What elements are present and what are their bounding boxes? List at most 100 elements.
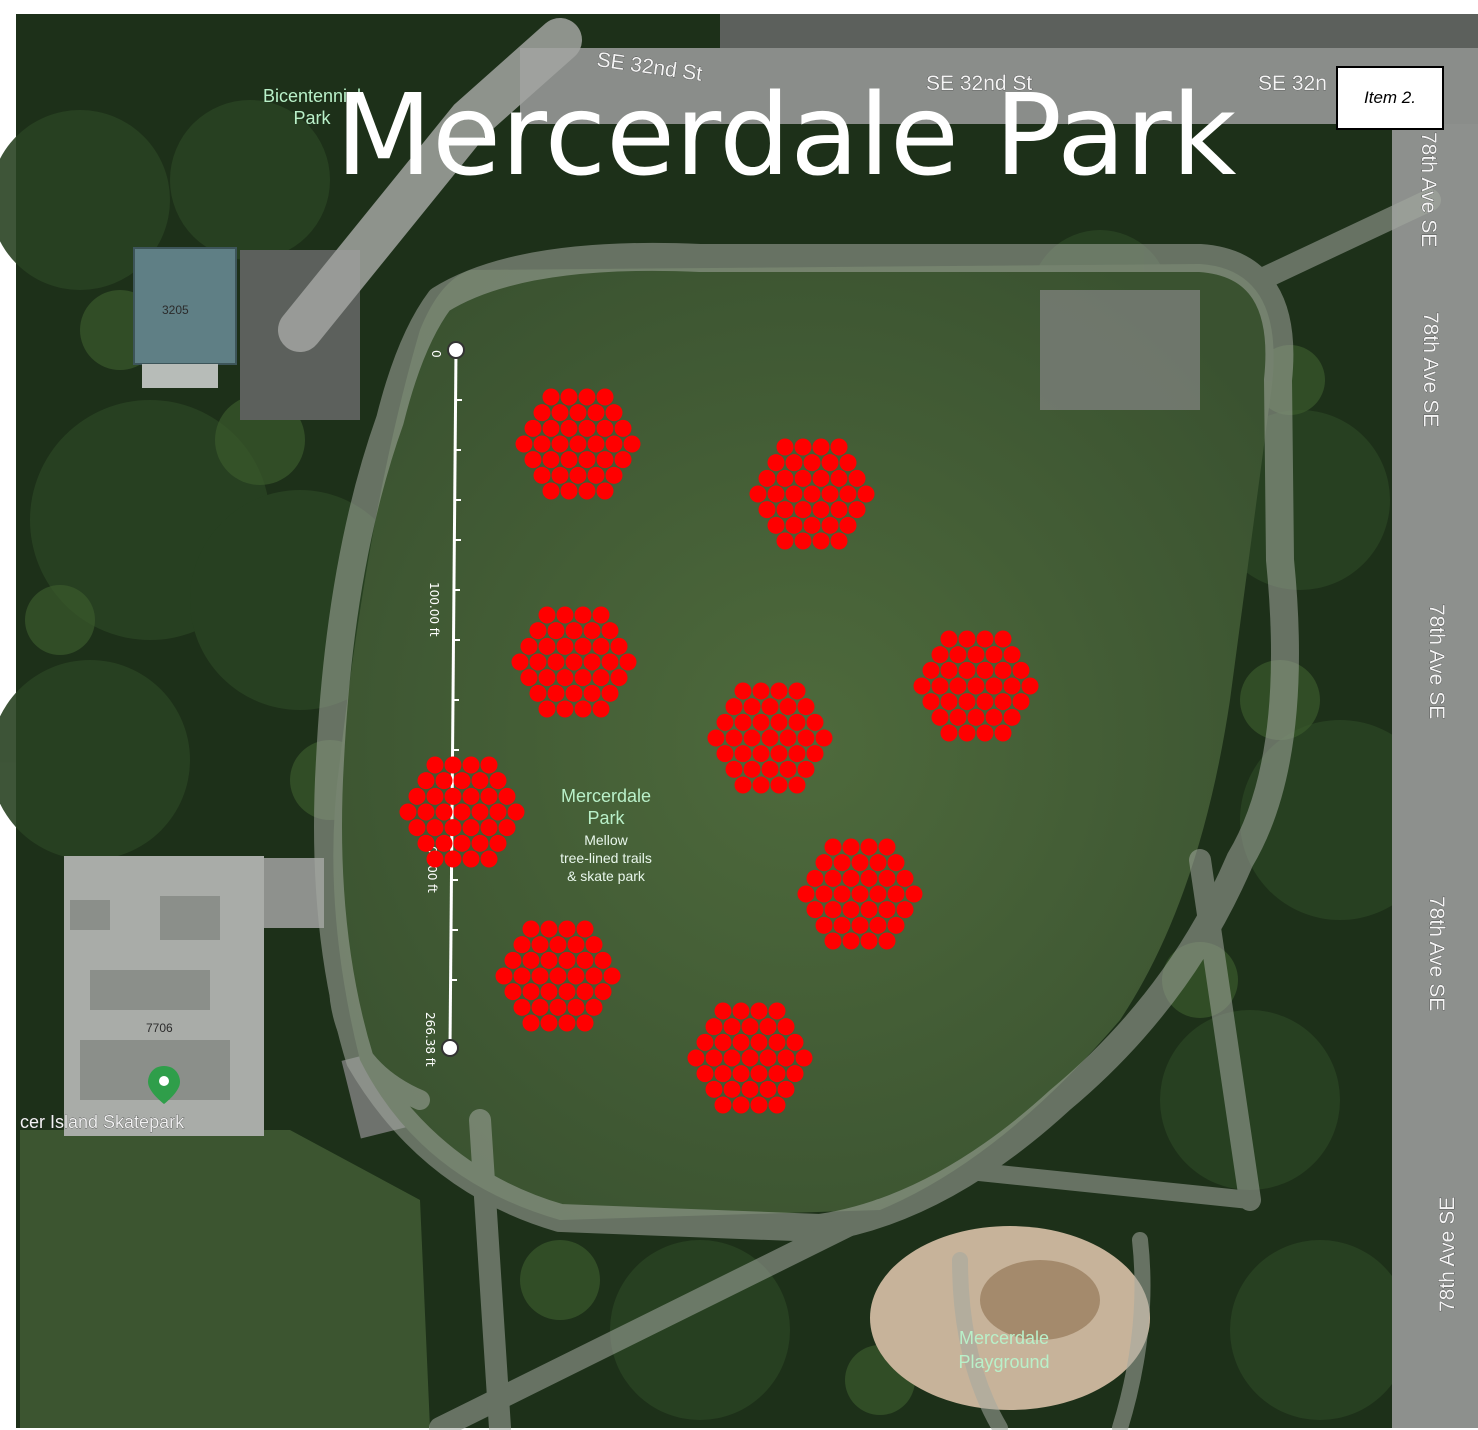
marker-dot: [574, 637, 592, 655]
marker-dot: [750, 1002, 768, 1020]
marker-dot: [967, 708, 985, 726]
marker-dot: [949, 646, 967, 664]
marker-dot: [565, 684, 583, 702]
marker-dot: [723, 1080, 741, 1098]
marker-dot: [794, 532, 812, 550]
building-3205: [133, 247, 237, 365]
marker-dot: [513, 936, 531, 954]
marker-dot: [752, 682, 770, 700]
building-3205-label: 3205: [162, 303, 189, 317]
marker-cluster: [511, 606, 637, 718]
marker-dot: [498, 819, 516, 837]
se-32nd-st-road: [520, 48, 1478, 124]
marker-dot: [549, 936, 567, 954]
marker-dot: [596, 388, 614, 406]
marker-dot: [435, 772, 453, 790]
marker-dot: [812, 438, 830, 456]
measure-start-point[interactable]: [447, 341, 465, 359]
marker-dot: [453, 772, 471, 790]
mercerdale-park-label-line1: Mercerdale: [561, 786, 651, 806]
street-label-78th-ave-se-5: 78th Ave SE: [1436, 1197, 1459, 1312]
marker-dot: [815, 916, 833, 934]
marker-dot: [435, 803, 453, 821]
marker-dot: [794, 469, 812, 487]
marker-dot: [578, 388, 596, 406]
marker-dot: [750, 1065, 768, 1083]
marker-dot: [417, 803, 435, 821]
marker-dot: [869, 885, 887, 903]
marker-dot: [994, 630, 1012, 648]
marker-dot: [576, 1014, 594, 1032]
marker-dot: [839, 454, 857, 472]
marker-dot: [507, 803, 525, 821]
marker-dot: [471, 803, 489, 821]
marker-dot: [547, 653, 565, 671]
marker-dot: [830, 501, 848, 519]
street-label-se-32nd-st-3: SE 32n: [1258, 72, 1327, 95]
marker-dot: [958, 630, 976, 648]
map-pin-icon[interactable]: [148, 1066, 180, 1104]
marker-dot: [480, 787, 498, 805]
marker-dot: [767, 485, 785, 503]
marker-dot: [596, 419, 614, 437]
marker-dot: [547, 622, 565, 640]
marker-dot: [761, 698, 779, 716]
marker-dot: [707, 729, 725, 747]
marker-dot: [958, 661, 976, 679]
marker-dot: [958, 693, 976, 711]
marker-dot: [596, 451, 614, 469]
marker-dot: [815, 885, 833, 903]
marker-dot: [786, 1065, 804, 1083]
marker-dot: [878, 932, 896, 950]
marker-dot: [750, 1096, 768, 1114]
marker-dot: [1021, 677, 1039, 695]
marker-dot: [592, 669, 610, 687]
marker-dot: [723, 1018, 741, 1036]
marker-dot: [994, 661, 1012, 679]
marker-cluster: [495, 920, 621, 1032]
marker-dot: [453, 803, 471, 821]
marker-dot: [795, 1049, 813, 1067]
marker-dot: [812, 532, 830, 550]
marker-dot: [426, 756, 444, 774]
marker-dot: [529, 684, 547, 702]
marker-dot: [558, 951, 576, 969]
marker-dot: [887, 854, 905, 872]
marker-dot: [714, 1033, 732, 1051]
marker-dot: [940, 661, 958, 679]
marker-dot: [524, 419, 542, 437]
marker-dot: [538, 637, 556, 655]
marker-dot: [725, 729, 743, 747]
marker-dot: [725, 760, 743, 778]
marker-dot: [601, 653, 619, 671]
marker-cluster: [707, 682, 833, 794]
marker-dot: [538, 606, 556, 624]
marker-dot: [786, 1033, 804, 1051]
marker-dot: [583, 653, 601, 671]
measure-end-point[interactable]: [441, 1039, 459, 1057]
marker-dot: [594, 951, 612, 969]
marker-dot: [777, 1080, 795, 1098]
marker-dot: [435, 834, 453, 852]
marker-dot: [540, 951, 558, 969]
marker-dot: [758, 469, 776, 487]
marker-dot: [803, 454, 821, 472]
marker-dot: [504, 951, 522, 969]
park-trails: [314, 189, 1441, 1430]
marker-dot: [549, 998, 567, 1016]
marker-dot: [896, 901, 914, 919]
marker-dot: [529, 622, 547, 640]
marker-dot: [860, 838, 878, 856]
marker-dot: [985, 677, 1003, 695]
marker-dot: [583, 622, 601, 640]
marker-dot: [574, 700, 592, 718]
bicentennial-park-label-line2: Park: [293, 108, 331, 128]
marker-dot: [839, 516, 857, 534]
marker-dot: [583, 684, 601, 702]
marker-dot: [732, 1096, 750, 1114]
marker-dot: [511, 653, 529, 671]
mercerdale-desc-line3: & skate park: [567, 868, 646, 884]
marker-dot: [610, 637, 628, 655]
marker-dot: [896, 869, 914, 887]
